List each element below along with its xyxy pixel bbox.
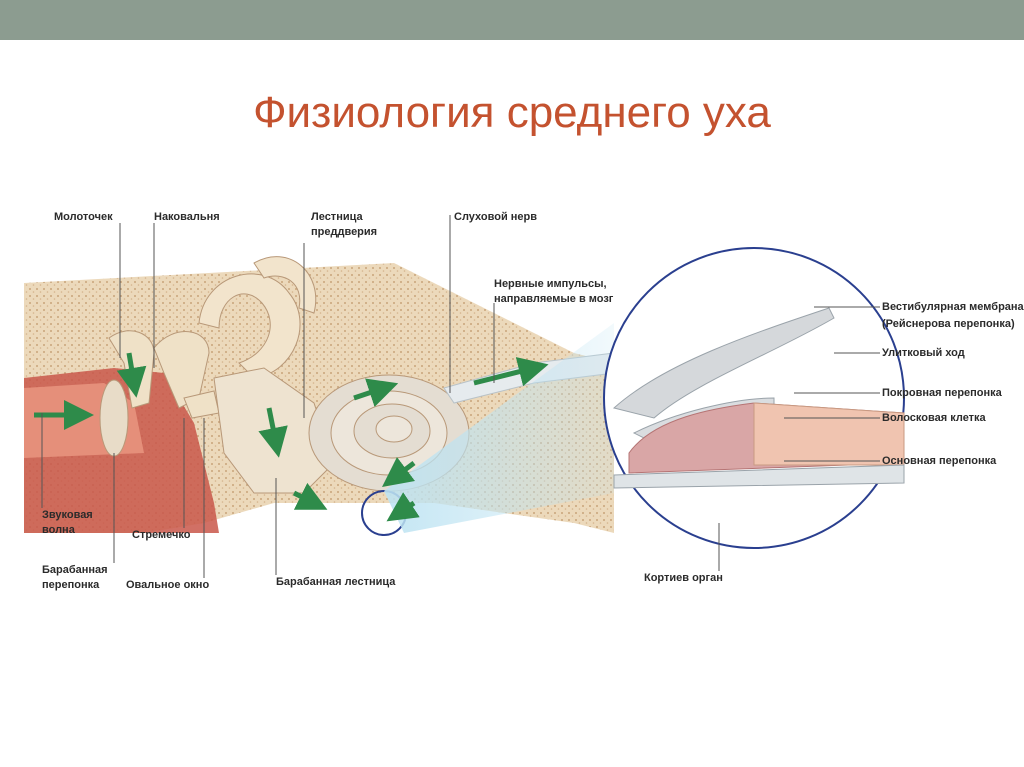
eardrum [99,379,129,457]
slide-title: Физиология среднего уха [253,88,771,137]
label-tectorial-membrane: Покровная перепонка [882,387,1002,399]
label-malleus: Молоточек [54,211,113,223]
ear-illustration [14,203,1010,615]
magnified-view [603,247,905,549]
cochlea [308,374,470,492]
label-eardrum-2: перепонка [42,579,100,591]
label-scala-vestibuli-2: преддверия [311,226,378,238]
label-auditory-nerve: Слуховой нерв [454,211,537,223]
label-stapes: Стремечко [132,529,191,541]
label-sound-wave-2: волна [42,524,75,536]
label-hair-cell: Волосковая клетка [882,412,986,424]
label-cochlear-duct: Улитковый ход [882,347,965,359]
label-oval-window: Овальное окно [126,579,210,591]
label-nerve-impulses-2: направляемые в мозг [494,293,614,305]
label-nerve-impulses-1: Нервные импульсы, [494,278,607,290]
label-incus: Наковальня [154,211,220,223]
leader-lines [41,215,880,578]
label-scala-tympani: Барабанная лестница [276,576,396,588]
top-bar [0,0,1024,40]
label-scala-vestibuli-1: Лестница [311,211,363,223]
label-sound-wave-1: Звуковая [42,509,93,521]
label-reissner-membrane: (Рейснерова перепонка) [882,318,1015,330]
label-basilar-membrane: Основная перепонка [882,455,997,467]
label-organ-of-corti: Кортиев орган [644,572,723,584]
ear-diagram: Молоточек Наковальня Лестница преддверия… [14,203,1024,615]
label-eardrum-1: Барабанная [42,564,108,576]
label-vestibular-membrane: Вестибулярная мембрана [882,301,1024,313]
sound-arrows [34,352,549,522]
zoom-beam [384,323,614,533]
